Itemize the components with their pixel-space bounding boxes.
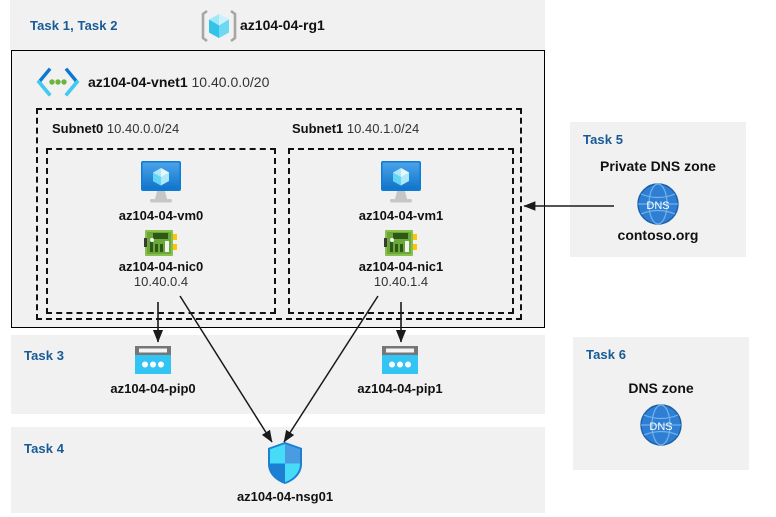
subnet1-address-prefix: 10.40.1.0/24: [346, 121, 420, 136]
task-label-6: Task 6: [586, 347, 627, 362]
public-ip-address-icon: [340, 344, 460, 378]
virtual-machine-icon: [96, 158, 226, 206]
vm1-label: az104-04-vm1: [358, 208, 444, 223]
task-label-3: Task 3: [24, 348, 65, 363]
resource-group-panel: [10, 0, 545, 50]
nic0-private-ip: 10.40.0.4: [133, 274, 189, 289]
subnet0-title: Subnet0 10.40.0.0/24: [52, 121, 179, 136]
network-interface-icon: [336, 228, 466, 258]
vm0-label: az104-04-vm0: [118, 208, 204, 223]
resource-group-name: az104-04-rg1: [240, 17, 325, 33]
virtual-network-icon: [35, 67, 81, 97]
nic1-private-ip: 10.40.1.4: [373, 274, 429, 289]
private-dns-zone-name: contoso.org: [617, 227, 699, 243]
subnet1-title: Subnet1 10.40.1.0/24: [292, 121, 419, 136]
dns-zone-node[interactable]: DNS: [601, 403, 721, 447]
svg-text:DNS: DNS: [649, 421, 672, 433]
subnets-group: [36, 108, 522, 320]
dns-zone-heading: DNS zone: [628, 380, 694, 396]
pip1-node[interactable]: az104-04-pip1: [340, 344, 460, 396]
vm1-node[interactable]: az104-04-vm1 az104-04-nic1 10.40.1.4: [336, 158, 466, 289]
subnet0-container: [46, 148, 276, 314]
network-interface-icon: [96, 228, 226, 258]
network-security-group-shield-icon: [215, 440, 355, 486]
pip0-node[interactable]: az104-04-pip0: [93, 344, 213, 396]
nsg-node[interactable]: az104-04-nsg01: [215, 440, 355, 504]
pip0-label: az104-04-pip0: [110, 381, 196, 396]
nsg-label: az104-04-nsg01: [236, 489, 334, 504]
virtual-network-container: [11, 50, 545, 328]
private-dns-zone-node[interactable]: DNS contoso.org: [598, 182, 718, 243]
task-label-1-2: Task 1, Task 2: [30, 18, 118, 33]
task3-panel: [11, 335, 545, 414]
task-label-5: Task 5: [583, 132, 624, 147]
subnet1-name: Subnet1: [292, 121, 344, 136]
resource-group-cube-icon: [200, 7, 238, 45]
dns-globe-icon: DNS: [601, 403, 721, 447]
task-label-4: Task 4: [24, 441, 65, 456]
private-dns-zone-heading: Private DNS zone: [600, 158, 716, 174]
virtual-network-title: az104-04-vnet1 10.40.0.0/20: [88, 74, 269, 90]
dns-globe-icon: DNS: [598, 182, 718, 226]
virtual-machine-icon: [336, 158, 466, 206]
virtual-network-address-space: 10.40.0.0/20: [191, 74, 270, 90]
task6-panel: [573, 337, 749, 470]
nic0-label: az104-04-nic0: [118, 259, 204, 274]
subnet0-name: Subnet0: [52, 121, 104, 136]
public-ip-address-icon: [93, 344, 213, 378]
pip1-label: az104-04-pip1: [357, 381, 443, 396]
nic1-label: az104-04-nic1: [358, 259, 444, 274]
virtual-network-name: az104-04-vnet1: [88, 74, 188, 90]
vm0-node[interactable]: az104-04-vm0 az104-04-nic0 10.40.0.4: [96, 158, 226, 289]
subnet0-address-prefix: 10.40.0.0/24: [106, 121, 180, 136]
svg-text:DNS: DNS: [646, 200, 669, 212]
